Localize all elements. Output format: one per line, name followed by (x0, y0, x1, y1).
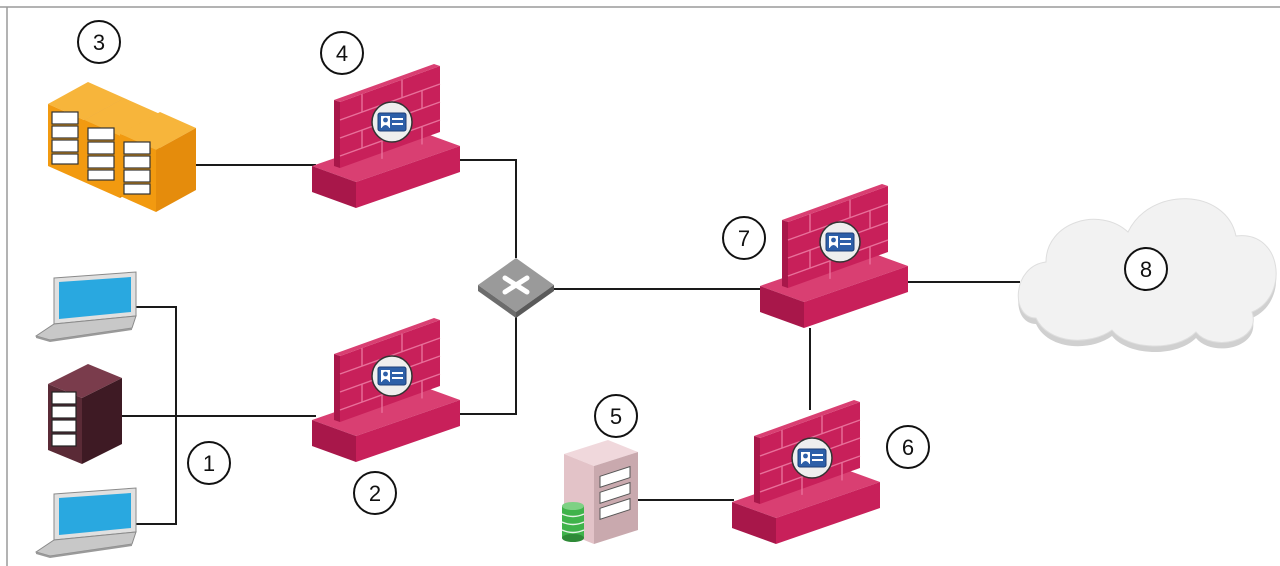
marker-label: 5 (610, 404, 622, 429)
marker-2: 2 (353, 471, 397, 515)
link-firewall2-switch (458, 312, 517, 415)
marker-1: 1 (187, 441, 231, 485)
firewall-with-id-card-icon (312, 64, 460, 208)
database-icon (561, 502, 585, 542)
marker-label: 8 (1140, 257, 1152, 282)
laptop-icon (34, 271, 137, 342)
marker-6: 6 (886, 425, 930, 469)
firewall-with-id-card-icon (732, 400, 880, 544)
connections (122, 159, 1020, 525)
frame-border (0, 6, 1280, 566)
marker-label: 6 (902, 435, 914, 460)
marker-4: 4 (320, 31, 364, 75)
network-switch-icon (478, 258, 554, 318)
server-unit-3 (120, 112, 196, 212)
firewall-with-id-card-icon (760, 184, 908, 328)
marker-label: 7 (738, 226, 750, 251)
firewall-with-id-card-icon (312, 318, 460, 462)
marker-label: 4 (336, 41, 348, 66)
link-firewall4-switch (458, 159, 517, 258)
server-rack-icon (48, 82, 196, 212)
marker-label: 1 (203, 451, 215, 476)
number-markers: 1 2 3 4 5 6 7 8 (77, 20, 1168, 515)
marker-label: 2 (369, 481, 381, 506)
firewalls (312, 64, 908, 544)
marker-label: 3 (93, 30, 105, 55)
laptop-icon (34, 487, 137, 558)
marker-8: 8 (1124, 247, 1168, 291)
server-rack-icon (48, 364, 122, 464)
marker-5: 5 (594, 394, 638, 438)
marker-7: 7 (722, 216, 766, 260)
marker-3: 3 (77, 20, 121, 64)
